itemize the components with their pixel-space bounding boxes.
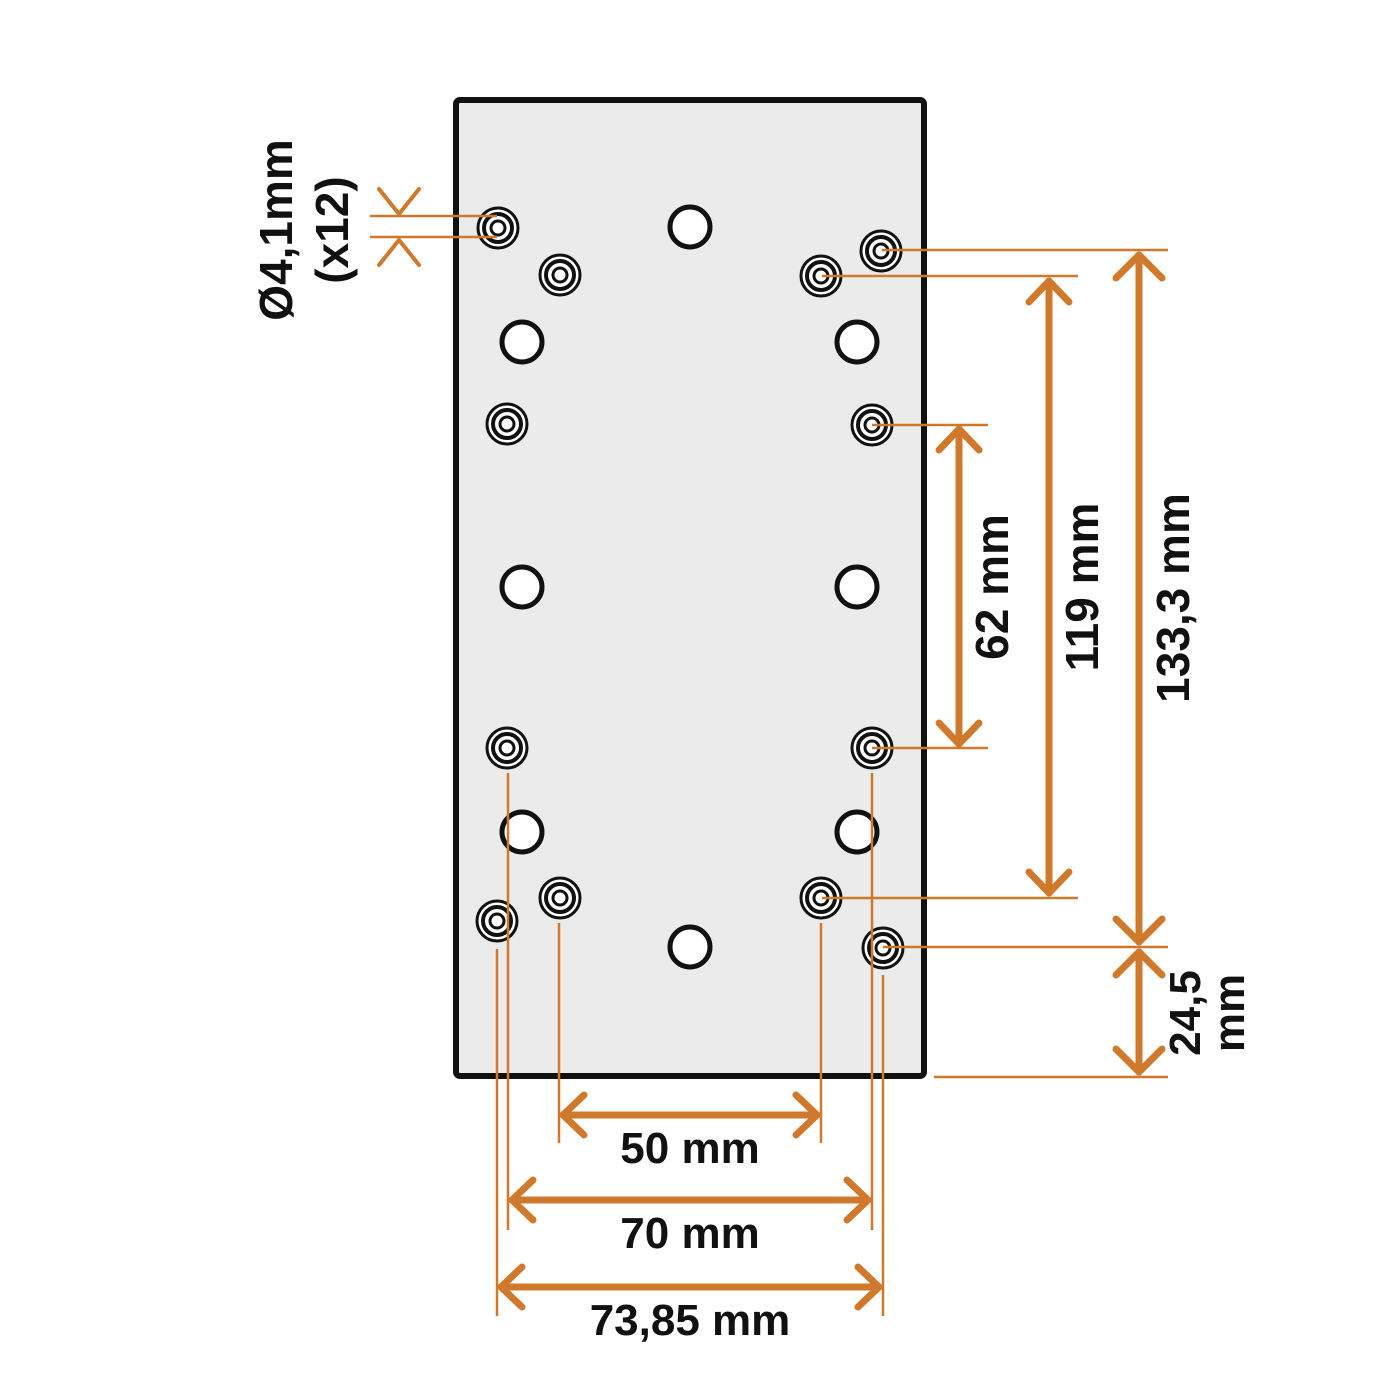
- small-hole: [538, 876, 582, 920]
- dim-119-label: 119 mm: [1056, 503, 1108, 672]
- hole-count-label: (x12): [306, 176, 358, 283]
- small-hole: [485, 726, 529, 770]
- hole-diameter-label: Ø4,1mm: [250, 139, 302, 321]
- large-hole: [499, 809, 545, 855]
- dim-50-label: 50 mm: [620, 1124, 759, 1173]
- diameter-indicator: [377, 187, 421, 267]
- small-hole: [475, 899, 519, 943]
- small-hole: [538, 253, 582, 297]
- small-hole: [485, 402, 529, 446]
- dimension-arrows-vertical: [935, 251, 1166, 1076]
- large-hole: [834, 564, 880, 610]
- dim-73-label: 73,85 mm: [590, 1296, 791, 1345]
- dim-133-label: 133,3 mm: [1147, 493, 1199, 703]
- large-hole: [834, 809, 880, 855]
- dim-24-label-line1: 24,5: [1161, 970, 1210, 1056]
- dimension-arrows-horizontal: [497, 1091, 883, 1311]
- sanding-plate: [453, 97, 927, 1079]
- large-hole: [667, 204, 713, 250]
- dim-62-label: 62 mm: [966, 514, 1018, 660]
- dim-24-label-line2: mm: [1205, 974, 1254, 1052]
- large-holes: [499, 204, 880, 970]
- large-hole: [667, 924, 713, 970]
- extension-lines: [370, 214, 1168, 1316]
- large-hole: [499, 319, 545, 365]
- small-hole: [476, 206, 520, 250]
- large-hole: [834, 319, 880, 365]
- large-hole: [499, 564, 545, 610]
- dim-70-label: 70 mm: [620, 1209, 759, 1258]
